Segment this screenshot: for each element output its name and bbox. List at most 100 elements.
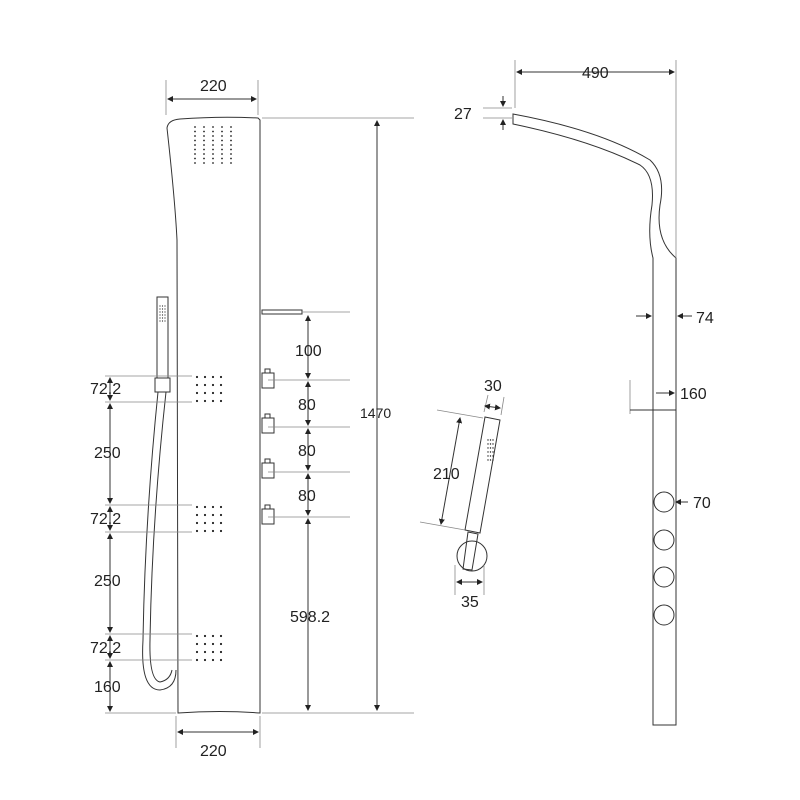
nozzle-dot — [221, 153, 223, 155]
nozzle-dot — [487, 439, 489, 441]
nozzle-dot — [203, 658, 207, 662]
nozzle-dot — [203, 399, 207, 403]
nozzle-dot — [203, 529, 207, 533]
jet-spacing-label-2: 250 — [94, 573, 121, 590]
nozzle-dot — [489, 439, 492, 441]
nozzle-dot — [195, 505, 199, 509]
hose — [142, 391, 177, 691]
nozzle-dot — [221, 162, 223, 164]
nozzle-dot — [203, 162, 205, 164]
knob-spacing-label-3: 80 — [298, 488, 316, 505]
knob-spacing-label-2: 80 — [298, 443, 316, 460]
nozzle-dot — [194, 162, 196, 164]
nozzle-dot — [195, 529, 199, 533]
nozzle-dot — [212, 148, 214, 151]
nozzle-dot — [203, 153, 205, 155]
nozzle-dot — [219, 513, 223, 517]
nozzle-dot — [221, 144, 223, 146]
hand-shower-holder — [154, 377, 171, 393]
nozzle-dot — [194, 144, 196, 146]
nozzle-dot — [164, 320, 166, 322]
nozzle-dot — [195, 650, 199, 654]
nozzle-dot — [211, 399, 215, 403]
nozzle-dot — [164, 308, 166, 310]
nozzle-dot — [194, 139, 196, 142]
nozzle-dot — [203, 634, 207, 638]
nozzle-dot — [194, 148, 196, 151]
nozzle-dot — [492, 455, 494, 457]
nozzle-dot — [212, 144, 214, 146]
nozzle-dot — [164, 314, 166, 316]
nozzle-dot — [164, 317, 166, 319]
nozzle-dot — [221, 126, 223, 128]
nozzle-dot — [194, 153, 196, 155]
nozzle-dot — [194, 126, 196, 128]
nozzle-dot — [195, 513, 199, 517]
nozzle-dot — [161, 311, 164, 313]
nozzle-dot — [212, 126, 214, 128]
nozzle-dot — [212, 162, 214, 164]
side-profile — [512, 113, 677, 726]
nozzle-dot — [195, 642, 199, 646]
nozzle-dot — [487, 443, 489, 445]
nozzle-dot — [159, 305, 161, 307]
nozzle-dot — [203, 642, 207, 646]
nozzle-dot — [492, 439, 494, 441]
nozzle-dot — [219, 391, 223, 395]
spout-to-knob-label: 100 — [295, 343, 322, 360]
nozzle-dot — [211, 521, 215, 525]
nozzle-dot — [203, 144, 205, 146]
nozzle-dot — [203, 139, 205, 142]
front-view: 220 1470 100 80 80 80 598.2 — [90, 78, 414, 760]
nozzle-dot — [195, 634, 199, 638]
nozzle-dot — [221, 135, 223, 137]
nozzle-dot — [489, 455, 492, 457]
nozzle-dot — [211, 513, 215, 517]
nozzle-dot — [195, 383, 199, 387]
bottom-width-label: 220 — [200, 743, 227, 760]
nozzle-dot — [230, 148, 232, 151]
nozzle-dot — [211, 505, 215, 509]
side-view: 490 27 74 160 70 — [454, 60, 714, 726]
head-thickness-label: 27 — [454, 106, 472, 123]
panel-outline — [166, 116, 261, 714]
nozzle-dot — [230, 162, 232, 164]
body-jets — [195, 375, 223, 662]
nozzle-dot — [203, 375, 207, 379]
nozzle-dot — [219, 375, 223, 379]
nozzle-dot — [195, 658, 199, 662]
knob-spacing-label-1: 80 — [298, 397, 316, 414]
nozzle-dot — [492, 443, 494, 445]
nozzle-dot — [219, 658, 223, 662]
nozzle-dot — [203, 383, 207, 387]
rain-shower-nozzles — [194, 126, 232, 164]
nozzle-dot — [487, 447, 489, 449]
nozzle-dot — [161, 320, 164, 322]
holder-circle — [456, 540, 488, 572]
nozzle-dot — [203, 130, 205, 133]
nozzle-dot — [159, 320, 161, 322]
nozzle-dot — [195, 375, 199, 379]
hand-shower-detail: 30 210 35 — [419, 378, 505, 611]
nozzle-dot — [212, 153, 214, 155]
nozzle-dot — [159, 308, 161, 310]
jet-height-label-1: 72.2 — [90, 381, 121, 398]
side-knobs — [653, 491, 675, 626]
nozzle-dot — [203, 126, 205, 128]
nozzle-dot — [212, 135, 214, 137]
nozzle-dot — [489, 459, 492, 461]
jet-height-label-2: 72.2 — [90, 511, 121, 528]
nozzle-dot — [194, 130, 196, 133]
nozzle-dot — [212, 130, 214, 133]
total-height-label: 1470 — [360, 405, 391, 421]
nozzle-dot — [219, 505, 223, 509]
nozzle-dot — [221, 130, 223, 133]
nozzle-dot — [219, 399, 223, 403]
nozzle-dot — [195, 399, 199, 403]
nozzle-dot — [219, 383, 223, 387]
nozzle-dot — [211, 634, 215, 638]
spout-projection-label: 160 — [680, 386, 707, 403]
nozzle-dot — [203, 521, 207, 525]
